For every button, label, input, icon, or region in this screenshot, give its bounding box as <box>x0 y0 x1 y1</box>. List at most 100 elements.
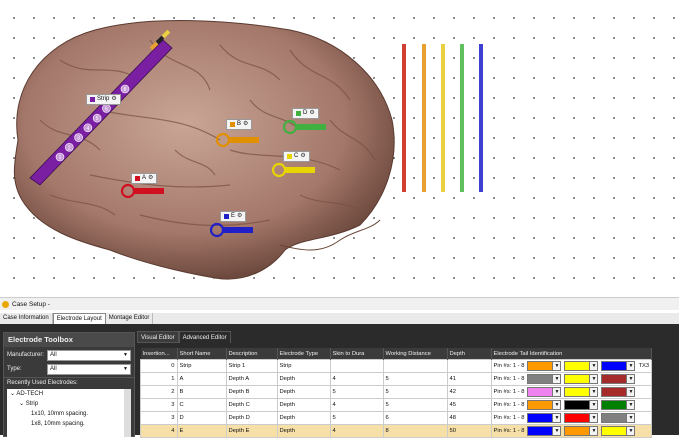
strip-contact[interactable] <box>120 84 130 94</box>
strip-contact[interactable] <box>92 113 102 123</box>
tail-color-select[interactable]: ▼ <box>564 413 599 423</box>
table-cell[interactable]: D <box>176 411 227 425</box>
tail-color-select[interactable]: ▼ <box>564 400 599 410</box>
tail-color-select[interactable]: ▼ <box>527 361 562 371</box>
strip-contact[interactable] <box>74 133 83 142</box>
tail-color-select[interactable]: ▼ <box>601 400 636 410</box>
chevron-down-icon[interactable]: ▼ <box>590 400 599 410</box>
table-cell[interactable]: Depth E <box>225 424 278 438</box>
tab-advanced-editor[interactable]: Advanced Editor <box>178 331 231 343</box>
gear-icon[interactable]: ⚙ <box>243 121 249 127</box>
table-cell[interactable]: Depth <box>276 372 331 386</box>
chevron-down-icon[interactable]: ▼ <box>553 374 562 384</box>
chevron-down-icon[interactable]: ▼ <box>553 361 562 371</box>
column-header[interactable]: Electrode Type <box>277 348 331 360</box>
table-cell[interactable]: 41 <box>446 372 492 386</box>
tree-item[interactable]: 1x8, 10mm spacing. <box>31 421 85 427</box>
tree-item[interactable]: ⌄ AD-TECH <box>10 391 44 397</box>
column-header[interactable]: Short Name <box>177 348 227 360</box>
table-cell[interactable]: 8 <box>382 424 448 438</box>
table-cell[interactable]: Depth B <box>225 385 278 399</box>
tail-color-select[interactable]: ▼ <box>527 374 562 384</box>
gear-icon[interactable]: ⚙ <box>148 175 154 181</box>
column-header[interactable]: Depth <box>447 348 492 360</box>
type-select[interactable]: All▼ <box>47 363 131 375</box>
gear-icon[interactable]: ⚙ <box>300 153 306 159</box>
tab-case-information[interactable]: Case Information <box>0 313 53 324</box>
strip-contact[interactable] <box>55 152 65 162</box>
scrollbar[interactable] <box>124 389 131 437</box>
electrode-label-strip[interactable]: Strip ⚙ <box>86 94 121 105</box>
electrode-label-c[interactable]: C ⚙ <box>283 151 310 162</box>
strip-contact[interactable] <box>64 142 74 152</box>
gear-icon[interactable]: ⚙ <box>237 213 243 219</box>
tail-color-select[interactable]: ▼ <box>527 387 562 397</box>
chevron-down-icon[interactable]: ▼ <box>627 361 636 371</box>
table-cell[interactable]: 6 <box>382 411 448 425</box>
tail-color-select[interactable]: ▼ <box>601 361 636 371</box>
tree-item[interactable]: 1x10, 10mm spacing. <box>31 411 89 417</box>
table-cell[interactable] <box>446 359 492 373</box>
table-cell[interactable]: Depth <box>276 424 331 438</box>
table-cell[interactable]: 50 <box>446 424 492 438</box>
table-cell[interactable]: Strip 1 <box>225 359 278 373</box>
tab-visual-editor[interactable]: Visual Editor <box>137 331 179 343</box>
table-cell[interactable]: Depth <box>276 411 331 425</box>
electrode-label-a[interactable]: A ⚙ <box>131 173 158 184</box>
table-cell[interactable]: Depth C <box>225 398 278 412</box>
strip-contact[interactable] <box>83 123 93 133</box>
tab-electrode-layout[interactable]: Electrode Layout <box>52 313 106 324</box>
electrode-label-d[interactable]: D ⚙ <box>292 108 319 119</box>
column-header[interactable]: Skin to Dura <box>330 348 384 360</box>
chevron-down-icon[interactable]: ▼ <box>627 400 636 410</box>
column-header[interactable]: Insertion... <box>140 348 178 360</box>
table-cell[interactable]: 4 <box>329 372 384 386</box>
column-header[interactable]: Working Distance <box>383 348 448 360</box>
chevron-down-icon[interactable]: ▼ <box>590 374 599 384</box>
table-cell[interactable]: 45 <box>446 398 492 412</box>
table-cell[interactable]: C <box>176 398 227 412</box>
table-cell[interactable]: E <box>176 424 227 438</box>
table-cell[interactable] <box>329 359 384 373</box>
gear-icon[interactable]: ⚙ <box>111 96 117 102</box>
chevron-down-icon[interactable]: ▼ <box>627 387 636 397</box>
electrode-label-b[interactable]: B ⚙ <box>226 119 253 130</box>
chevron-down-icon[interactable]: ▼ <box>553 413 562 423</box>
table-cell[interactable]: Depth <box>276 385 331 399</box>
chevron-down-icon[interactable]: ▼ <box>627 374 636 384</box>
visual-editor-canvas[interactable]: 12345678 Strip ⚙ B ⚙ D ⚙ C ⚙ A ⚙ E ⚙ <box>0 0 679 293</box>
tail-color-select[interactable]: ▼ <box>564 361 599 371</box>
tail-color-select[interactable]: ▼ <box>601 374 636 384</box>
table-cell[interactable]: 5 <box>382 372 448 386</box>
chevron-down-icon[interactable]: ⌄ <box>19 401 25 407</box>
table-cell[interactable]: Strip <box>276 359 331 373</box>
table-cell[interactable]: Strip <box>176 359 227 373</box>
tree-item[interactable]: ⌄ Strip <box>19 401 39 407</box>
chevron-down-icon[interactable]: ▼ <box>553 400 562 410</box>
chevron-down-icon[interactable]: ▼ <box>627 413 636 423</box>
manufacturer-select[interactable]: All▼ <box>47 349 131 361</box>
electrode-label-e[interactable]: E ⚙ <box>220 211 247 222</box>
chevron-down-icon[interactable]: ▼ <box>553 387 562 397</box>
table-cell[interactable]: B <box>176 385 227 399</box>
chevron-down-icon[interactable]: ▼ <box>590 413 599 423</box>
column-header[interactable]: Description <box>226 348 278 360</box>
table-cell[interactable]: Depth <box>276 398 331 412</box>
tail-color-select[interactable]: ▼ <box>564 387 599 397</box>
table-cell[interactable]: 4 <box>329 398 384 412</box>
table-cell[interactable]: 5 <box>382 398 448 412</box>
chevron-down-icon[interactable]: ⌄ <box>10 391 16 397</box>
table-cell[interactable]: Depth D <box>225 411 278 425</box>
tab-montage-editor[interactable]: Montage Editor <box>106 313 154 324</box>
table-cell[interactable]: 42 <box>446 385 492 399</box>
table-cell[interactable] <box>382 359 448 373</box>
table-cell[interactable]: Depth A <box>225 372 278 386</box>
gear-icon[interactable]: ⚙ <box>309 110 315 116</box>
column-header[interactable]: Electrode Tail Identification <box>491 348 653 360</box>
tail-color-select[interactable]: ▼ <box>564 374 599 384</box>
